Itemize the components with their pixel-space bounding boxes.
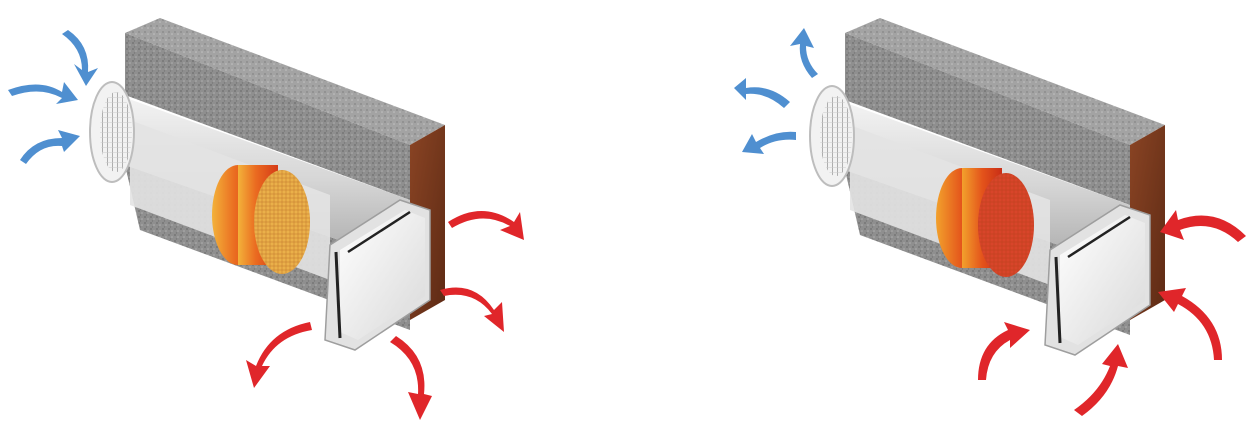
warm-air-arrow-icon [1074,344,1128,416]
cold-air-arrow-icon [790,28,818,78]
intake-mode-panel [8,18,524,420]
warm-air-arrow-icon [390,336,432,420]
warm-air-arrow-icon [1160,210,1246,242]
cold-air-arrow-icon [62,30,98,86]
heat-regenerator-icon [936,168,1034,277]
exhaust-mode-panel [734,18,1246,416]
cold-air-arrows [8,30,98,164]
warm-air-arrow-icon [246,322,312,388]
cold-air-arrow-icon [8,82,78,104]
cold-air-arrow-icon [742,132,796,154]
warm-air-arrow-icon [978,322,1030,380]
heat-regenerator-icon [212,165,310,274]
outer-grille-icon [90,82,134,182]
warm-air-arrow-icon [448,211,524,240]
outer-grille-icon [810,86,854,186]
warm-air-arrow-icon [1158,288,1222,360]
cold-air-arrow-icon [734,78,790,108]
warm-air-arrow-icon [440,288,504,333]
cold-air-arrows [734,28,818,154]
cold-air-arrow-icon [20,130,80,164]
